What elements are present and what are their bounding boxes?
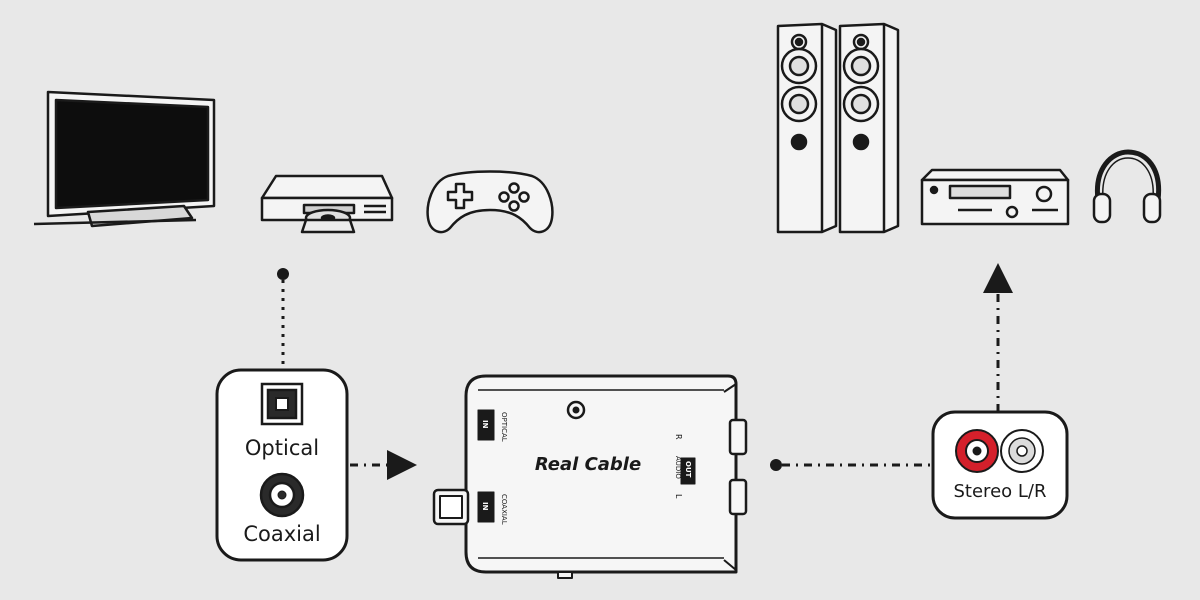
headphones-icon	[1092, 149, 1162, 224]
tv-icon	[33, 90, 216, 228]
converter-coaxial-in-badge: IN	[481, 502, 489, 511]
converter-audio-label: AUDIO	[674, 456, 682, 479]
source-connector	[277, 268, 289, 370]
rca-red-port-icon	[955, 429, 999, 473]
speaker-left-icon	[776, 22, 838, 234]
speaker-right-icon	[838, 22, 900, 234]
converter-brand-label: Real Cable	[535, 454, 641, 475]
input-connector-box	[215, 368, 349, 562]
output-connector-box	[931, 410, 1069, 520]
converter-right-label: R	[674, 434, 683, 440]
converter-device	[432, 374, 748, 579]
rca-white-port-icon	[1000, 429, 1044, 473]
optical-label: Optical	[244, 436, 320, 460]
dvd-player-icon	[260, 174, 394, 234]
optical-port-icon	[260, 382, 304, 426]
game-controller-icon	[426, 170, 554, 234]
converter-optical-label: OPTICAL	[500, 412, 508, 442]
converter-left-label: L	[674, 494, 683, 499]
coaxial-port-icon	[259, 472, 305, 518]
stereo-label: Stereo L/R	[953, 481, 1047, 502]
converter-coaxial-label: COAXIAL	[500, 494, 508, 525]
av-receiver-icon	[920, 168, 1070, 226]
converter-optical-in-badge: IN	[481, 420, 489, 429]
coaxial-label: Coaxial	[243, 522, 321, 546]
converter-out-badge: OUT	[684, 461, 692, 478]
output-connector	[770, 459, 933, 471]
